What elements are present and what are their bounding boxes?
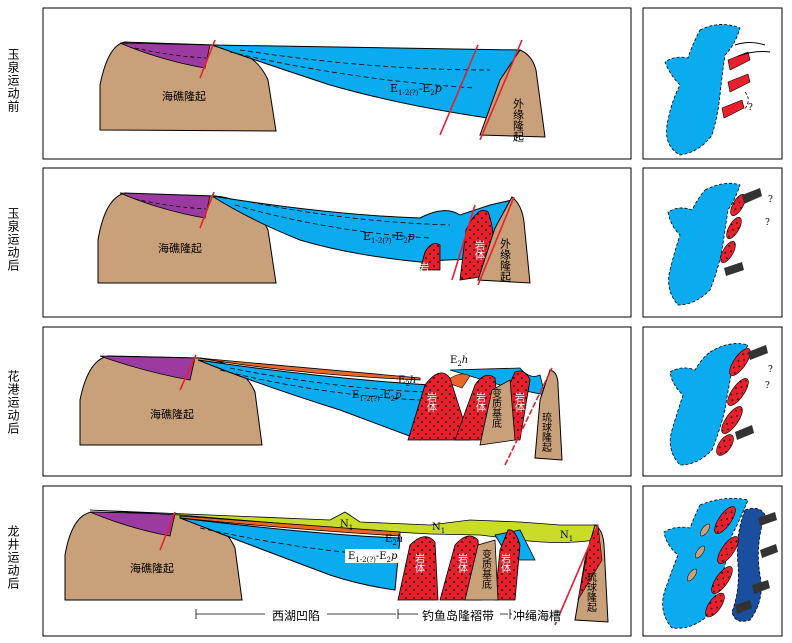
panel-3-map-frame (642, 326, 783, 477)
panel-1-frame (42, 7, 632, 160)
svg-text:岩体: 岩体 (425, 391, 437, 413)
svg-text:N1: N1 (432, 522, 445, 535)
svg-text:?: ? (768, 195, 773, 205)
axis-label-diaoyu: 钓鱼岛隆褶带 (422, 609, 495, 623)
svg-text:岩体: 岩体 (513, 391, 525, 413)
svg-text:E2h: E2h (385, 534, 403, 547)
svg-text:海礁隆起: 海礁隆起 (130, 561, 174, 575)
svg-text:外缘隆起: 外缘隆起 (499, 238, 512, 283)
svg-text:琉球隆起: 琉球隆起 (540, 411, 552, 453)
panel-3-frame (42, 326, 632, 477)
waiyuan-uplift-1 (479, 49, 546, 138)
fault-1c (479, 39, 523, 141)
axis-label-chongsheng: 冲绳海槽 (513, 609, 562, 623)
svg-text:岩体: 岩体 (456, 552, 468, 574)
svg-text:岩体: 岩体 (473, 239, 485, 261)
svg-text:E1-2(?)-E2p: E1-2(?)-E2p (352, 390, 402, 403)
svg-text:?: ? (748, 103, 753, 113)
svg-text:变质基底: 变质基底 (480, 548, 492, 590)
svg-text:琉球隆起: 琉球隆起 (585, 571, 597, 613)
svg-text:岩体: 岩体 (413, 552, 425, 574)
fault-1a (199, 39, 216, 79)
svg-text:海礁隆起: 海礁隆起 (150, 407, 194, 421)
panel-2-frame (42, 167, 632, 318)
svg-text:岩体: 岩体 (499, 552, 511, 574)
blue-basin-1 (211, 44, 521, 119)
panel-4-frame (42, 485, 632, 637)
panel-1-map-frame (642, 7, 783, 160)
stage-label-3: 花港运动后 (6, 370, 20, 435)
panel-2-map-frame (642, 167, 783, 318)
svg-text:N1: N1 (340, 519, 353, 532)
svg-text:?: ? (768, 365, 773, 375)
svg-text:?: ? (765, 381, 770, 391)
svg-text:变质基底: 变质基底 (490, 387, 502, 429)
svg-text:海礁隆起: 海礁隆起 (158, 241, 202, 255)
fault-1b (439, 44, 479, 136)
svg-text:E1-2(?)-E2p: E1-2(?)-E2p (363, 230, 415, 245)
svg-text:E2h: E2h (450, 355, 468, 368)
axis-label-xihu: 西湖凹陷 (272, 609, 321, 623)
label-strata-1: E1-2(?)-E2p (390, 82, 442, 97)
svg-text:E1-2(?)-E2p: E1-2(?)-E2p (348, 551, 398, 564)
svg-text:岩体: 岩体 (417, 261, 429, 283)
svg-text:?: ? (765, 218, 770, 228)
map-blue-1 (664, 24, 741, 156)
stage-label-1: 玉泉运动前 (6, 48, 20, 113)
label-haijiao-1: 海礁隆起 (162, 89, 206, 103)
svg-text:E2h: E2h (398, 375, 416, 388)
svg-text:岩体: 岩体 (474, 391, 486, 413)
stage-label-2: 玉泉运动后 (6, 207, 20, 272)
stage-label-4: 龙井运动后 (6, 525, 20, 590)
panel-4-map-frame (642, 485, 783, 637)
svg-text:N1: N1 (560, 530, 573, 543)
label-waiyuan-1: 外缘隆起 (512, 98, 525, 143)
